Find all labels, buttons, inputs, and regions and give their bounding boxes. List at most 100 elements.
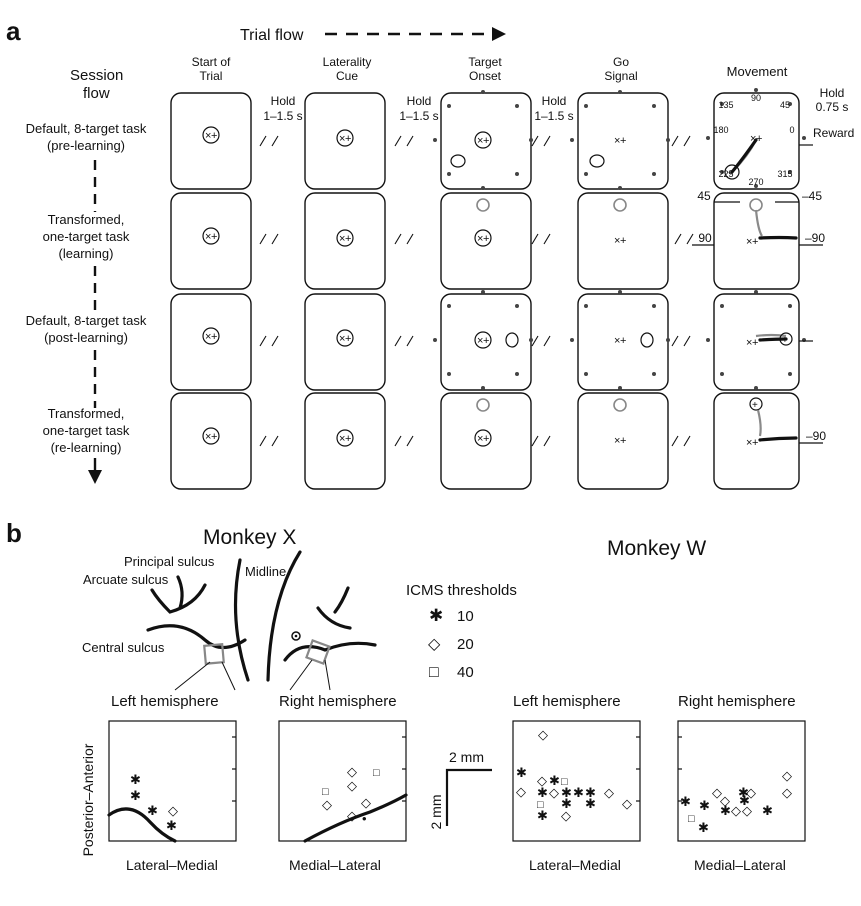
midline-label: Midline	[245, 564, 286, 579]
svg-text:◇: ◇	[168, 803, 178, 818]
w-left-hemisphere-title: Left hemisphere	[513, 693, 621, 710]
row-2-trial: 45 –45 90 –90	[170, 189, 825, 290]
final-hold-label: Hold	[820, 86, 845, 100]
final-hold-duration: 0.75 s	[816, 100, 849, 114]
svg-text:✱: ✱	[561, 796, 572, 811]
svg-text:◇: ◇	[712, 785, 722, 800]
svg-text:✱: ✱	[537, 785, 548, 800]
svg-text:□: □	[537, 799, 544, 811]
session-flow-label-2: flow	[83, 85, 110, 102]
x-right-xlabel: Medial–Lateral	[289, 857, 381, 873]
map-w-right: ◇ ◇ ◇ ✱ ◇ ◇ ✱ ✱ ✱ ◇ ◇ ✱ ✱ □ ✱	[677, 720, 806, 842]
row1-angle-labels: 90 45 0 315 270 225 180 135	[713, 93, 794, 187]
column-headers: Start of Trial Laterality Cue Target Ons…	[192, 55, 788, 83]
angle-135: 135	[718, 100, 733, 110]
hold-3-duration: 1–1.5 s	[534, 109, 573, 123]
hold-1-label: Hold	[271, 94, 296, 108]
w-right-xlabel: Medial–Lateral	[694, 857, 786, 873]
panel-b-label: b	[6, 518, 22, 548]
scale-h-label: 2 mm	[449, 749, 484, 765]
central-sulcus-label: Central sulcus	[82, 640, 165, 655]
svg-text:◇: ◇	[746, 785, 756, 800]
principal-sulcus-label: Principal sulcus	[124, 554, 215, 569]
legend-value-10: 10	[457, 608, 474, 625]
legend-symbol-diamond: ◇	[428, 636, 441, 653]
session-flow-arrow	[88, 160, 102, 484]
row2-label-2: one-target task	[43, 229, 130, 244]
svg-text:◇: ◇	[782, 768, 792, 783]
angle-90: 90	[751, 93, 761, 103]
svg-text:✱: ✱	[537, 808, 548, 823]
legend-symbol-asterisk: ✱	[429, 606, 443, 625]
col-header-movement: Movement	[727, 64, 788, 79]
row2-angle-neg90: –90	[805, 231, 825, 245]
svg-text:✱: ✱	[585, 796, 596, 811]
angle-315: 315	[777, 169, 792, 179]
svg-text:◇: ◇	[782, 785, 792, 800]
monkey-w-title: Monkey W	[607, 537, 706, 560]
svg-text:✱: ✱	[147, 803, 158, 818]
hold-2-label: Hold	[407, 94, 432, 108]
hold-1-duration: 1–1.5 s	[263, 109, 302, 123]
w-left-xlabel: Lateral–Medial	[529, 857, 621, 873]
angle-180: 180	[713, 125, 728, 135]
svg-text:◇: ◇	[347, 764, 357, 779]
row2-label-1: Transformed,	[48, 212, 125, 227]
svg-text:+: +	[752, 400, 758, 411]
hold-2-duration: 1–1.5 s	[399, 109, 438, 123]
svg-text:✱: ✱	[585, 785, 596, 800]
row1-label-2: (pre-learning)	[47, 138, 125, 153]
row2-label-3: (learning)	[59, 246, 114, 261]
row1-label-1: Default, 8-target task	[26, 121, 147, 136]
map-x-right: □ ◇ ◇ ◇ □ ◇ ◇ •	[278, 720, 408, 843]
svg-text:◇: ◇	[537, 773, 547, 788]
map-w-left: ◇ ✱ ◇ ◇ ✱ □ ✱ ◇ ✱ ✱ ✱ ◇ □ ✱ ✱ ◇ ✱ ◇	[512, 720, 641, 842]
icms-legend: ICMS thresholds ✱ 10 ◇ 20 □ 40	[406, 582, 517, 681]
svg-text:✱: ✱	[516, 765, 527, 780]
svg-text:◇: ◇	[538, 727, 548, 742]
row3-label-2: (post-learning)	[44, 330, 128, 345]
svg-text:□: □	[561, 776, 568, 788]
svg-text:◇: ◇	[361, 795, 371, 810]
svg-text:✱: ✱	[699, 798, 710, 813]
col-header-cue-2: Cue	[336, 69, 358, 83]
row4-angle-neg90: –90	[806, 429, 826, 443]
col-header-start-2: Trial	[200, 69, 223, 83]
w-right-hemisphere-title: Right hemisphere	[678, 693, 796, 710]
row2-angle-neg45: –45	[802, 189, 822, 203]
row-3-trial: +	[170, 290, 813, 391]
svg-text:✱: ✱	[739, 793, 750, 808]
svg-text:•: •	[362, 811, 367, 826]
x-left-hemisphere-title: Left hemisphere	[111, 693, 219, 710]
y-axis-label: Posterior–Anterior	[80, 743, 96, 856]
angle-0: 0	[789, 125, 794, 135]
legend-value-40: 40	[457, 664, 474, 681]
row4-label-3: (re-learning)	[51, 440, 122, 455]
svg-text:+: +	[728, 168, 734, 179]
svg-text:+: +	[782, 335, 788, 346]
svg-text:✱: ✱	[680, 794, 691, 809]
scale-v-label: 2 mm	[428, 795, 444, 830]
legend-value-20: 20	[457, 636, 474, 653]
x-left-xlabel: Lateral–Medial	[126, 857, 218, 873]
hold-labels: Hold 1–1.5 s Hold 1–1.5 s Hold 1–1.5 s H…	[263, 86, 848, 123]
svg-text:✱: ✱	[720, 803, 731, 818]
svg-text:✱: ✱	[130, 788, 141, 803]
svg-text:◇: ◇	[742, 803, 752, 818]
col-header-go-1: Go	[613, 55, 629, 69]
svg-text:□: □	[373, 767, 380, 779]
svg-text:◇: ◇	[347, 808, 357, 823]
row2-angle-45: 45	[697, 189, 711, 203]
angle-270: 270	[748, 177, 763, 187]
brain-sketch: Principal sulcus Arcuate sulcus Midline …	[82, 550, 377, 691]
svg-text:✱: ✱	[698, 820, 709, 835]
row-1-trial: 90 45 0 315 270 225 180 135 + Reward	[170, 88, 854, 190]
x-right-hemisphere-title: Right hemisphere	[279, 693, 397, 710]
trial-flow-label: Trial flow	[240, 27, 304, 44]
hold-3-label: Hold	[542, 94, 567, 108]
svg-text:✱: ✱	[573, 785, 584, 800]
svg-text:◇: ◇	[622, 796, 632, 811]
svg-text:✱: ✱	[762, 803, 773, 818]
svg-text:✱: ✱	[166, 818, 177, 833]
